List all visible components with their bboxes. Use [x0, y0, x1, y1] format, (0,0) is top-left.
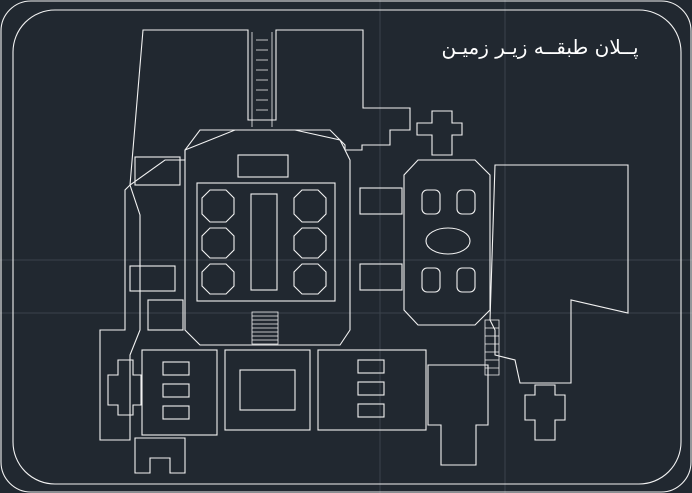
- east-hall-entry: [416, 110, 463, 156]
- south-bottom-lobby: [134, 437, 186, 474]
- east-annex: [524, 384, 566, 441]
- south-room-east-seat-2: [357, 381, 385, 396]
- central-columns: [201, 189, 327, 295]
- south-room-east-seat-3: [357, 403, 385, 418]
- east-side-room-2: [359, 263, 403, 291]
- south-west-annex: [107, 359, 142, 416]
- east-hall-table: [425, 227, 471, 255]
- inner-frame: [12, 9, 682, 485]
- stair-core-top: [251, 32, 273, 127]
- left-small-room-2: [129, 265, 176, 292]
- south-room-east: [317, 349, 427, 431]
- east-wing-stair: [484, 319, 500, 376]
- central-hall-top-box: [237, 154, 289, 178]
- east-hall-seat-3: [421, 267, 441, 293]
- central-long-table: [250, 193, 278, 291]
- south-room-west-seat-3: [162, 405, 190, 420]
- east-hall-seat-2: [456, 189, 476, 215]
- central-hall-inner: [196, 182, 336, 302]
- south-room-west-seat-1: [162, 361, 190, 376]
- central-south-stair: [251, 311, 279, 345]
- left-wing-outline: [99, 29, 411, 441]
- east-wing: [489, 164, 629, 384]
- south-room-center: [224, 349, 311, 431]
- south-room-west: [141, 349, 218, 436]
- east-hall-seat-1: [421, 189, 441, 215]
- south-room-center-inner: [239, 369, 296, 411]
- left-small-room-1: [134, 156, 181, 186]
- plan-title: پــلان طبقــه زیـر زمیـن: [441, 35, 639, 59]
- east-hall: [403, 159, 491, 326]
- left-small-room-3: [147, 299, 184, 331]
- south-east-block: [427, 364, 489, 466]
- central-hall: [184, 129, 351, 346]
- south-room-east-seat-1: [357, 359, 385, 374]
- east-hall-seat-4: [456, 267, 476, 293]
- east-side-room-1: [359, 187, 403, 215]
- south-room-west-seat-2: [162, 383, 190, 398]
